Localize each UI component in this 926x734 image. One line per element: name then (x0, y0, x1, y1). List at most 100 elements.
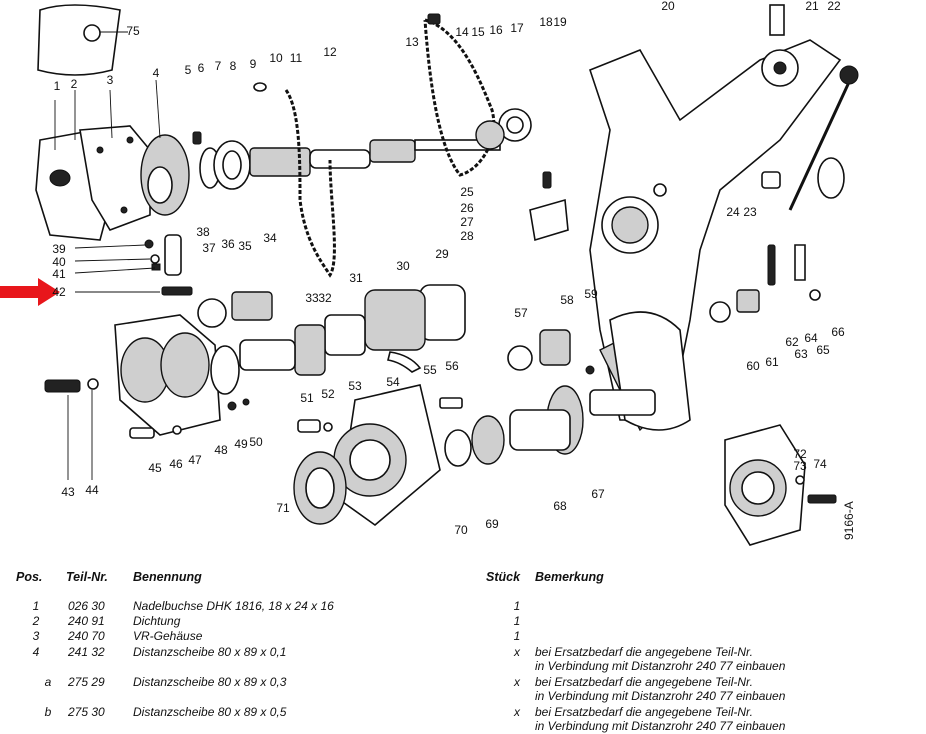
callout-24: 24 (726, 205, 740, 219)
cell-pos: 3 (32, 629, 40, 643)
cell-stueck: x (514, 675, 520, 689)
callout-40: 40 (52, 255, 66, 269)
callout-34: 34 (263, 231, 277, 245)
cell-teil-nr: 026 30 (68, 599, 105, 613)
callout-68: 68 (553, 499, 567, 513)
part-71-seal (293, 451, 347, 525)
callout-70: 70 (454, 523, 468, 537)
cell-bemerkung: bei Ersatzbedarf die angegebene Teil-Nr. (535, 675, 753, 689)
callout-67: 67 (591, 487, 605, 501)
callout-19: 19 (553, 15, 567, 29)
cell-pos: 1 (32, 599, 40, 613)
cell-pos: 4 (32, 645, 40, 659)
callout-32: 32 (318, 291, 332, 305)
part-75-cover-plate (37, 4, 128, 76)
callout-48: 48 (214, 443, 228, 457)
header-benennung: Benennung (133, 570, 202, 584)
cell-pos: b (44, 705, 52, 719)
cell-benennung: Distanzscheibe 80 x 89 x 0,5 (133, 705, 287, 719)
callout-4: 4 (153, 66, 160, 80)
callout-73: 73 (793, 459, 807, 473)
callout-9: 9 (250, 57, 257, 71)
callout-50: 50 (249, 435, 263, 449)
cell-teil-nr: 240 91 (68, 614, 105, 628)
callout-22: 22 (827, 0, 841, 13)
callout-63: 63 (794, 347, 808, 361)
table-row: b 275 30 Distanzscheibe 80 x 89 x 0,5 x … (0, 705, 926, 720)
header-stueck: Stück (486, 570, 521, 584)
cell-benennung: Distanzscheibe 80 x 89 x 0,1 (133, 645, 287, 659)
callout-3: 3 (107, 73, 114, 87)
cell-stueck: 1 (513, 614, 521, 628)
callout-13: 13 (405, 35, 419, 49)
callout-18: 18 (539, 15, 553, 29)
callout-20: 20 (661, 0, 675, 13)
callout-17: 17 (510, 21, 524, 35)
callout-58: 58 (560, 293, 574, 307)
part-39-41-bolts (144, 239, 161, 271)
callout-1: 1 (54, 79, 61, 93)
part-67-70-output-shaft (444, 385, 656, 467)
callout-16: 16 (489, 23, 503, 37)
table-row: 1 026 30 Nadelbuchse DHK 1816, 18 x 24 x… (0, 599, 926, 614)
header-bemerkung: Bemerkung (535, 570, 604, 584)
part-34-38-shaft-parts (161, 234, 273, 328)
callout-72: 72 (793, 447, 807, 461)
callout-64: 64 (804, 331, 818, 345)
header-pos: Pos. (16, 570, 43, 584)
part-23-24-60-65-linkage (736, 171, 821, 313)
callout-21: 21 (805, 0, 819, 13)
callout-41: 41 (52, 267, 66, 281)
callout-33: 33 (305, 291, 319, 305)
callout-46: 46 (169, 457, 183, 471)
cell-teil-nr: 241 32 (68, 645, 105, 659)
cell-teil-nr: 275 30 (68, 705, 105, 719)
callout-56: 56 (445, 359, 459, 373)
callout-69: 69 (485, 517, 499, 531)
callout-51: 51 (300, 391, 314, 405)
table-row-continuation: in Verbindung mit Distanzrohr 240 77 ein… (0, 719, 926, 734)
table-row: 2 240 91 Dichtung 1 (0, 614, 926, 629)
callout-12: 12 (323, 45, 337, 59)
callout-65: 65 (816, 343, 830, 357)
cell-stueck: 1 (513, 599, 521, 613)
callout-45: 45 (148, 461, 162, 475)
table-row: 3 240 70 VR-Gehäuse 1 (0, 629, 926, 644)
callout-26: 26 (460, 201, 474, 215)
table-row-continuation: in Verbindung mit Distanzrohr 240 77 ein… (0, 689, 926, 704)
callout-38: 38 (196, 225, 210, 239)
callout-11: 11 (290, 51, 303, 65)
part-13-17-chain-sprocket (423, 13, 532, 177)
cell-pos: 2 (32, 614, 40, 628)
callout-7: 7 (215, 59, 222, 73)
part-51-56-cover (297, 351, 463, 527)
cell-stueck: 1 (513, 629, 521, 643)
table-row: 4 241 32 Distanzscheibe 80 x 89 x 0,1 x … (0, 645, 926, 660)
callout-2: 2 (71, 77, 78, 91)
cell-bemerkung: bei Ersatzbedarf die angegebene Teil-Nr. (535, 705, 753, 719)
table-row: a 275 29 Distanzscheibe 80 x 89 x 0,3 x … (0, 675, 926, 690)
table-row-continuation: in Verbindung mit Distanzrohr 240 77 ein… (0, 659, 926, 674)
part-9-12-shaft (249, 82, 501, 177)
part-21-22-66-lever (769, 4, 859, 211)
callout-71: 71 (276, 501, 290, 515)
part-1-4-front-housing (35, 125, 190, 241)
callout-36: 36 (221, 237, 235, 251)
callout-10: 10 (269, 51, 283, 65)
cell-benennung: VR-Gehäuse (133, 629, 203, 643)
callout-31: 31 (349, 271, 363, 285)
part-57-59-pinion (507, 329, 595, 375)
cell-benennung: Nadelbuchse DHK 1816, 18 x 24 x 16 (133, 599, 334, 613)
cell-benennung: Distanzscheibe 80 x 89 x 0,3 (133, 675, 287, 689)
callout-74: 74 (813, 457, 827, 471)
callout-23: 23 (743, 205, 757, 219)
cell-bemerkung-line2: in Verbindung mit Distanzrohr 240 77 ein… (535, 659, 786, 673)
part-43-50-rear-cover (44, 314, 250, 480)
callout-27: 27 (460, 215, 474, 229)
callout-28: 28 (460, 229, 474, 243)
cell-stueck: x (514, 645, 520, 659)
part-72-74-end-cover (724, 424, 837, 546)
callout-8: 8 (230, 59, 237, 73)
part-20-main-housing (589, 39, 842, 432)
